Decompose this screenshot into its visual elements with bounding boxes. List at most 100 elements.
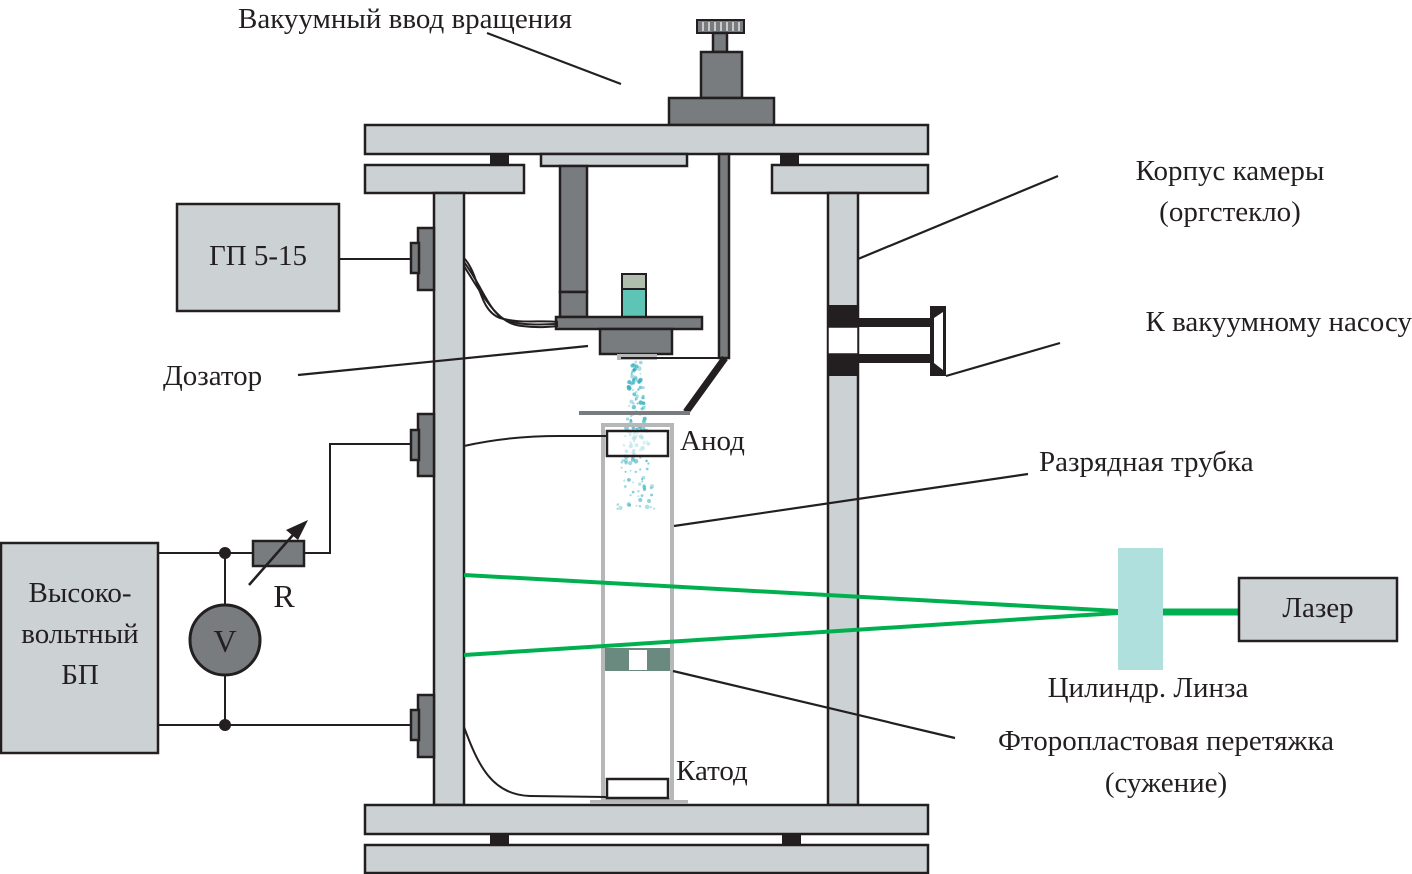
feedthrough-stem — [711, 31, 729, 54]
droplet — [641, 475, 646, 480]
leader-vacuum-pump — [945, 341, 1061, 378]
droplet — [629, 399, 634, 404]
resistor-arrow-head — [286, 520, 308, 540]
hv-supply-label-line2: вольтный — [21, 618, 138, 650]
droplet — [642, 396, 645, 400]
droplet — [634, 360, 638, 364]
droplet — [638, 504, 642, 508]
chamber-body-label-line1: Корпус камеры — [1136, 155, 1325, 187]
droplet — [632, 402, 635, 405]
dispenser-arm — [554, 315, 704, 331]
connector-generator — [409, 226, 436, 292]
voltmeter: V — [188, 603, 262, 677]
junction-dot-top — [219, 547, 231, 559]
rotary-feedthrough-label: Вакуумный ввод вращения — [238, 3, 572, 35]
rotary-shaft — [717, 152, 731, 360]
voltmeter-label: V — [213, 623, 236, 659]
cylindrical-lens-label: Цилиндр. Линза — [1048, 672, 1249, 704]
droplet — [624, 461, 628, 465]
resistor-label: R — [273, 578, 295, 614]
droplet — [641, 419, 646, 424]
droplet — [631, 368, 635, 373]
droplet — [639, 360, 643, 365]
dispenser-head — [598, 327, 674, 356]
droplet — [641, 394, 645, 398]
droplet — [637, 495, 640, 497]
port-seal-lower — [828, 354, 858, 376]
droplet — [632, 392, 637, 397]
droplet — [638, 482, 642, 486]
variable-resistor — [248, 520, 308, 586]
feedthrough-body — [699, 50, 744, 100]
vacuum-pump-port — [827, 305, 946, 376]
droplet — [621, 459, 623, 462]
droplet — [640, 407, 644, 411]
seal-bottom-left — [490, 834, 509, 845]
droplet — [645, 459, 648, 463]
dispenser-label: Дозатор — [163, 360, 262, 392]
leader-constriction — [672, 669, 956, 740]
shaft-link-diagonal — [683, 355, 728, 415]
droplet — [635, 394, 639, 398]
droplet — [647, 499, 651, 503]
top-flange-left — [363, 163, 526, 195]
wire-generator-to-dispenser-1 — [463, 257, 559, 323]
constriction-label-line1: Фторопластовая перетяжка — [998, 725, 1334, 757]
droplet — [628, 404, 631, 407]
droplet — [641, 401, 646, 406]
droplet — [631, 490, 635, 494]
droplet — [618, 505, 623, 510]
discharge-tube — [601, 423, 674, 802]
port-pipe-upper-wall — [858, 318, 930, 327]
droplet — [634, 470, 637, 474]
seal-bottom-right — [782, 834, 801, 845]
droplet — [642, 485, 647, 490]
top-lid-plate — [363, 123, 930, 156]
droplet — [628, 461, 633, 466]
wire-to-anode — [463, 435, 607, 447]
dispenser-assembly — [554, 152, 731, 415]
generator-box — [175, 202, 341, 313]
port-seal-upper — [828, 305, 858, 327]
droplet — [629, 414, 633, 418]
droplet — [631, 426, 635, 430]
droplet — [622, 459, 626, 463]
leader-dispenser — [297, 344, 589, 377]
droplet — [649, 506, 652, 509]
laser-box — [1237, 576, 1399, 643]
droplet — [624, 470, 627, 473]
base-plate-upper — [363, 803, 930, 836]
droplet — [647, 462, 650, 465]
droplet — [645, 467, 649, 471]
droplet — [638, 385, 643, 390]
droplet — [632, 364, 636, 368]
droplet — [634, 376, 638, 380]
cathode-electrode — [605, 777, 670, 800]
droplet — [645, 459, 648, 462]
droplet — [642, 426, 645, 430]
fluoroplastic-constriction — [605, 648, 670, 671]
droplet — [636, 366, 642, 371]
hv-supply-label-line3: БП — [61, 659, 99, 691]
droplet — [620, 466, 623, 469]
droplet — [630, 374, 635, 379]
droplet — [623, 485, 627, 488]
droplet — [629, 469, 632, 472]
dispenser-column-lower — [558, 290, 589, 319]
feedthrough-flange — [667, 96, 776, 127]
wire-generator-to-dispenser-2 — [463, 261, 559, 326]
wire-generator-to-dispenser-3 — [463, 265, 559, 329]
droplet — [630, 457, 635, 462]
seal-top-left — [490, 154, 509, 165]
droplet — [631, 405, 637, 410]
anode-label: Анод — [680, 425, 745, 457]
droplet — [629, 494, 632, 497]
droplet — [652, 507, 656, 510]
dispenser-column — [558, 164, 589, 294]
resistor-body — [251, 539, 306, 568]
laser-beam-lower — [463, 611, 1119, 657]
droplet — [636, 427, 638, 430]
cylindrical-lens — [1118, 548, 1163, 670]
port-flange — [930, 306, 946, 376]
connector-cathode — [409, 693, 436, 759]
